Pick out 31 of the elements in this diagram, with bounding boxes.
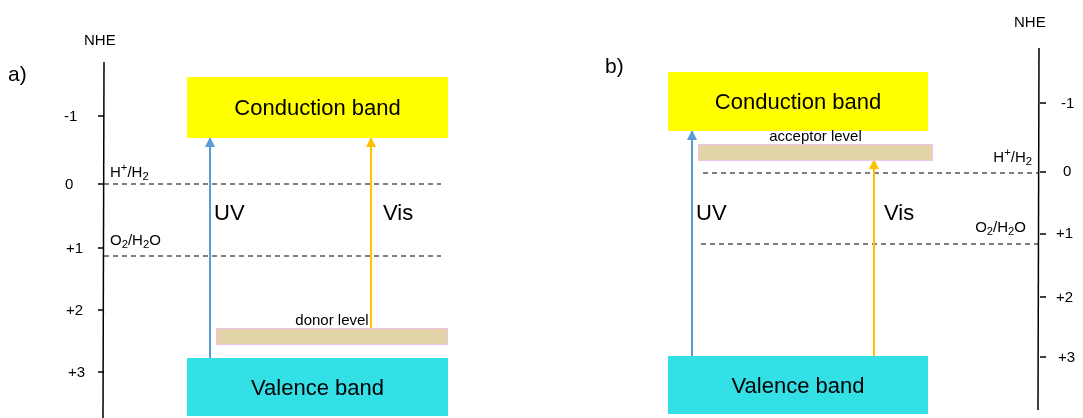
- level-label: donor level: [295, 311, 369, 328]
- redox-label: O$_{2}$/H$_{2}$O: [975, 217, 1026, 237]
- tick-label: 0: [1063, 161, 1072, 181]
- tick-label: +3: [68, 362, 86, 382]
- tick-label: +1: [1056, 223, 1074, 243]
- valence-band: Valence band: [668, 356, 928, 414]
- panel-label: b): [605, 56, 624, 76]
- redox-label: O$_{2}$/H$_{2}$O: [110, 230, 161, 250]
- tick-label: -1: [1061, 93, 1075, 113]
- tick-label: +2: [1056, 287, 1074, 307]
- arrow: [366, 137, 376, 329]
- redox-label: H$^{+}$/H$_{2}$: [110, 162, 149, 182]
- redox-label: H$^{+}$/H$_{2}$: [993, 147, 1032, 167]
- panel-label: a): [8, 64, 27, 84]
- arrow: [205, 137, 215, 359]
- tick-label: +3: [1058, 347, 1076, 367]
- conduction-band: Conduction band: [187, 77, 448, 138]
- edge-label: Vis: [383, 200, 414, 226]
- tick-label: -1: [64, 106, 78, 126]
- tick-label: +2: [66, 300, 84, 320]
- tick-label: 0: [65, 174, 74, 194]
- conduction-band: Conduction band: [668, 72, 928, 131]
- arrow: [869, 159, 879, 357]
- edge-label: Vis: [884, 200, 915, 226]
- edge-label: UV: [214, 200, 245, 226]
- axis-title: NHE: [84, 30, 116, 50]
- tick-label: +1: [66, 238, 84, 258]
- arrow: [687, 130, 697, 357]
- edge-label: UV: [696, 200, 727, 226]
- axis-title: NHE: [1014, 12, 1046, 32]
- valence-band: Valence band: [187, 358, 448, 416]
